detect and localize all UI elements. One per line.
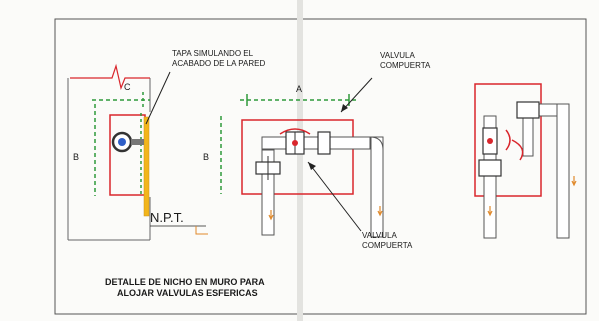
valve-handle-icon bbox=[292, 140, 298, 146]
flow-arrow-icon bbox=[487, 206, 493, 217]
valvula-top-label-1: VALVULA bbox=[380, 51, 415, 60]
niche-section bbox=[109, 114, 146, 196]
dim-b-left-label: B bbox=[73, 152, 79, 162]
side-right-riser bbox=[556, 103, 570, 239]
right-riser-pipe bbox=[370, 136, 384, 238]
leader-tapa bbox=[145, 71, 171, 125]
valvula-bottom-label-1: VALVULA bbox=[362, 231, 397, 240]
side-rotation-arrow-icon bbox=[505, 129, 511, 151]
front-view: A B VALVULA COMPUERTA VALVULA COMPUERTA bbox=[203, 51, 431, 250]
union-top-icon bbox=[317, 131, 331, 155]
side-valve-handle-icon bbox=[487, 138, 493, 144]
valvula-top-label-2: COMPUERTA bbox=[380, 61, 431, 70]
leader-arrowhead bbox=[341, 104, 348, 112]
flow-arrow-icon bbox=[268, 210, 274, 221]
npt-label: N.P.T. bbox=[150, 210, 184, 225]
valvula-bottom-label-2: COMPUERTA bbox=[362, 241, 413, 250]
break-line bbox=[70, 63, 150, 91]
elbow-right bbox=[369, 136, 384, 151]
valve-stem-icon bbox=[118, 138, 126, 146]
rotation-arrow-icon bbox=[279, 128, 311, 135]
title-line-1: DETALLE DE NICHO EN MURO PARA bbox=[105, 277, 265, 287]
niche-side bbox=[474, 83, 542, 197]
side-rotation-arrow-icon bbox=[511, 139, 524, 161]
leader-valvula-top bbox=[340, 77, 373, 113]
side-drop-pipe bbox=[522, 115, 534, 157]
tapa-label-1: TAPA SIMULANDO EL bbox=[172, 49, 254, 58]
dim-a-label: A bbox=[296, 84, 302, 94]
title-line-2: ALOJAR VALVULAS ESFERICAS bbox=[117, 288, 258, 298]
dim-b-mid-label: B bbox=[203, 152, 209, 162]
npt-level-mark bbox=[195, 226, 208, 235]
tapa-label-2: ACABADO DE LA PARED bbox=[172, 59, 265, 68]
side-union-top-icon bbox=[516, 101, 540, 119]
flow-arrow-icon bbox=[571, 176, 577, 187]
leader-valvula-bottom bbox=[307, 161, 362, 232]
horizontal-pipe bbox=[261, 136, 371, 150]
niche-front bbox=[241, 119, 354, 195]
dim-c-label: C bbox=[124, 82, 131, 92]
side-view bbox=[474, 83, 577, 239]
drawing-border bbox=[54, 18, 587, 315]
cover-panel bbox=[143, 116, 150, 217]
section-view: C B TAPA SIMULANDO EL ACABADO DE LA PARE… bbox=[67, 49, 265, 241]
valve-pipe-stub bbox=[131, 139, 144, 145]
flow-arrow-icon bbox=[377, 206, 383, 217]
side-union-bottom-icon bbox=[478, 159, 502, 177]
leader-arrowhead bbox=[308, 162, 316, 170]
